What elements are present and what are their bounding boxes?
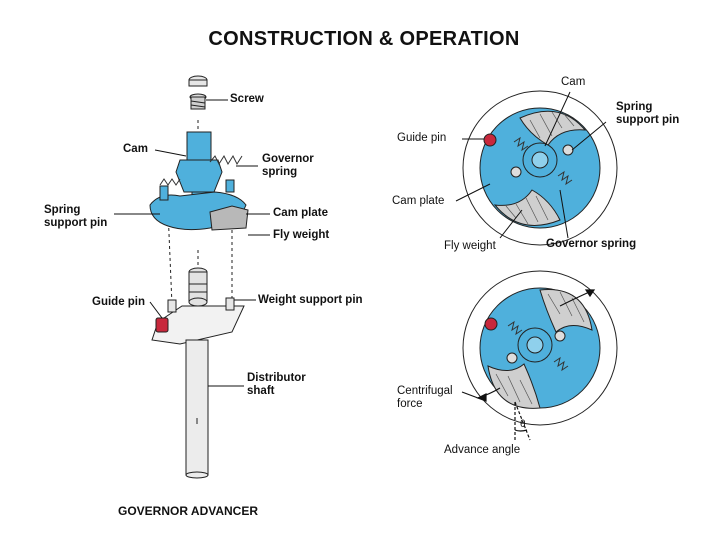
top-disk-diagram (462, 90, 618, 246)
cam-part (175, 131, 223, 203)
figure-caption: GOVERNOR ADVANCER (118, 504, 259, 518)
label-top-cam-plate: Cam plate (392, 195, 445, 207)
governor-spring-coil (159, 154, 243, 186)
bottom-disk-diagram (462, 270, 618, 426)
label-theta: θ (520, 419, 526, 430)
label-governor-spring-line1: Governor (262, 153, 314, 165)
label-fly-weight: Fly weight (273, 229, 330, 241)
page-title: CONSTRUCTION & OPERATION (208, 28, 520, 50)
label-top-fly-weight: Fly weight (444, 240, 496, 252)
top-fly-weight-lower (493, 189, 561, 226)
label-centrifugal-force-line1: Centrifugal (397, 385, 453, 397)
label-top-guide-pin: Guide pin (397, 132, 447, 144)
label-top-cam: Cam (561, 76, 586, 88)
label-cam: Cam (123, 143, 148, 155)
label-guide-pin: Guide pin (92, 296, 146, 308)
label-top-spring-support-pin-line2: support pin (616, 114, 680, 126)
label-advance-angle: Advance angle (444, 444, 521, 456)
label-governor-spring-line2: spring (262, 166, 298, 178)
label-distributor-shaft-line2: shaft (247, 385, 275, 397)
label-top-spring-support-pin-line1: Spring (616, 101, 653, 113)
guide-pin-part (155, 317, 169, 333)
force-arrows (461, 289, 596, 441)
label-centrifugal-force-line2: force (397, 398, 423, 410)
label-spring-support-pin-line2: support pin (44, 217, 108, 229)
label-top-governor-spring: Governor spring (546, 238, 637, 250)
label-distributor-shaft-line1: Distributor (247, 372, 306, 384)
fly-weight-part (209, 205, 249, 231)
top-leader-lines (455, 91, 607, 239)
bottom-guide-pin (484, 317, 498, 331)
label-spring-support-pin-line1: Spring (44, 204, 81, 216)
distributor-shaft-part (185, 339, 209, 476)
weight-support-plate (151, 305, 245, 345)
bottom-fly-weight-lower (487, 363, 541, 409)
left-leader-lines (114, 99, 270, 387)
shaft-collar (188, 267, 208, 307)
bottom-fly-weight-upper (539, 289, 593, 333)
top-guide-pin (483, 133, 497, 147)
label-screw: Screw (230, 93, 264, 105)
screw (189, 93, 207, 110)
exploded-view (149, 75, 249, 479)
label-weight-support-pin: Weight support pin (258, 294, 363, 306)
label-cam-plate: Cam plate (273, 207, 328, 219)
